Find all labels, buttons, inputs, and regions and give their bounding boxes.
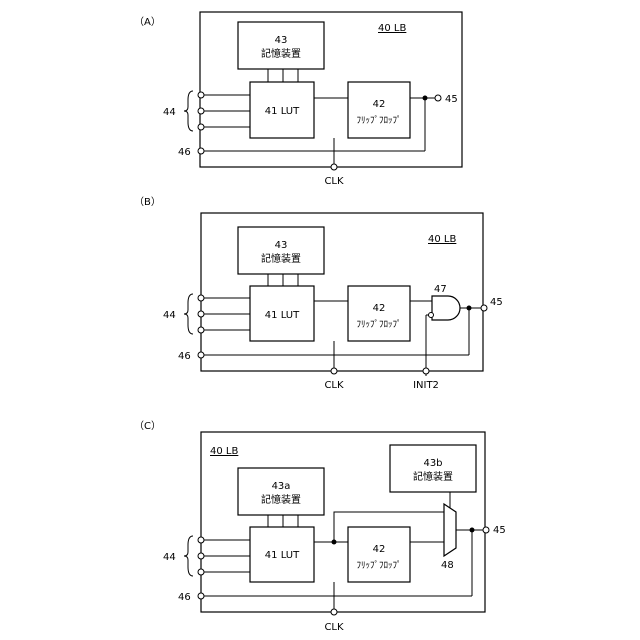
panel-b-block-label: 40 LB — [428, 234, 456, 245]
panel-a-tag: （A） — [134, 16, 161, 28]
panel-c-tag: （C） — [134, 420, 161, 432]
panel-c-input-bus-label: 44 — [163, 552, 176, 563]
panel-b-input-pin-1 — [198, 295, 204, 301]
panel-a-input-pin-2 — [198, 108, 204, 114]
panel-b-input-bus-label: 44 — [163, 310, 176, 321]
panel-b-clk-pin — [331, 368, 337, 374]
panel-c-memory-b-name: 記憶装置 — [413, 470, 453, 483]
panel-a-memory-bus — [268, 69, 298, 82]
panel-a-junction-dot — [423, 96, 428, 101]
panel-b-input-brace — [184, 294, 193, 334]
panel-a-input-wires — [204, 95, 250, 127]
panel-b-memory-name: 記憶装置 — [261, 252, 301, 265]
panel-c-memory-a-name: 記憶装置 — [261, 493, 301, 506]
panel-c-ctrl-pin — [198, 593, 204, 599]
panel-a-lut-label: 41 LUT — [265, 106, 300, 117]
panel-c-output-label: 45 — [493, 525, 506, 536]
panel-a-ff-number: 42 — [373, 99, 386, 110]
panel-b-ctrl-label: 46 — [178, 351, 191, 362]
panel-c-input-brace — [184, 536, 193, 576]
panel-c-output-pin — [483, 527, 489, 533]
panel-c-input-pin-1 — [198, 537, 204, 543]
panel-a-block-label: 40 LB — [378, 23, 406, 34]
panel-c-ff-number: 42 — [373, 544, 386, 555]
panel-c-lut-label: 41 LUT — [265, 550, 300, 561]
panel-c-memory-b-number: 43b — [423, 458, 442, 469]
panel-a-input-brace — [184, 91, 193, 131]
panel-c-memory-a-number: 43a — [272, 481, 291, 492]
panel-c-bypass-junction-dot — [332, 540, 337, 545]
panel-b-input-pin-3 — [198, 327, 204, 333]
panel-c-block-label: 40 LB — [210, 446, 238, 457]
panel-b-init-pin — [423, 368, 429, 374]
panel-a-clk-label: CLK — [324, 176, 344, 187]
panel-b-output-pin — [481, 305, 487, 311]
panel-a-clk-pin — [331, 164, 337, 170]
panel-a-input-pin-3 — [198, 124, 204, 130]
panel-c-ctrl-label: 46 — [178, 592, 191, 603]
panel-b-gate-inverter-bubble — [429, 313, 434, 318]
panel-c-input-wires — [204, 540, 250, 572]
panel-b-output-label: 45 — [490, 297, 503, 308]
panel-b-junction-dot — [467, 306, 472, 311]
panel-a: （A） 40 LB 43 記憶装置 41 LUT 42 ﾌﾘｯﾌﾟﾌﾛｯﾌﾟ 4… — [134, 12, 462, 187]
panel-c-input-pin-3 — [198, 569, 204, 575]
panel-b-memory-number: 43 — [275, 240, 288, 251]
panel-b-input-wires — [204, 298, 250, 330]
panel-b-input-pin-2 — [198, 311, 204, 317]
panel-c: （C） 40 LB 43a 記憶装置 43b 記憶装置 41 LUT 42 ﾌﾘ… — [134, 420, 506, 633]
panel-b-tag: （B） — [134, 196, 161, 208]
panel-b-ff-name: ﾌﾘｯﾌﾟﾌﾛｯﾌﾟ — [356, 319, 401, 330]
panel-a-output-label: 45 — [445, 94, 458, 105]
panel-b-and-gate — [432, 296, 460, 320]
panel-a-input-bus-label: 44 — [163, 107, 176, 118]
panel-b-clk-label: CLK — [324, 380, 344, 391]
panel-a-ff-box — [348, 82, 410, 138]
panel-c-ff-name: ﾌﾘｯﾌﾟﾌﾛｯﾌﾟ — [356, 560, 401, 571]
panel-b-init-label: INIT2 — [413, 380, 439, 391]
panel-c-clk-pin — [331, 609, 337, 615]
panel-b-gate-label: 47 — [434, 284, 447, 295]
panel-c-input-pin-2 — [198, 553, 204, 559]
panel-c-multiplexer — [444, 504, 456, 556]
panel-a-ctrl-pin — [198, 148, 204, 154]
panel-c-clk-label: CLK — [324, 622, 344, 633]
panel-b-memory-bus — [268, 274, 298, 286]
panel-b: （B） 40 LB 43 記憶装置 41 LUT 42 ﾌﾘｯﾌﾟﾌﾛｯﾌﾟ 4… — [134, 196, 503, 391]
panel-b-ctrl-pin — [198, 352, 204, 358]
panel-a-ctrl-label: 46 — [178, 147, 191, 158]
panel-c-output-junction-dot — [470, 528, 475, 533]
panel-a-memory-number: 43 — [275, 35, 288, 46]
panel-a-output-pin — [435, 95, 441, 101]
panel-b-lut-label: 41 LUT — [265, 310, 300, 321]
panel-a-ff-name: ﾌﾘｯﾌﾟﾌﾛｯﾌﾟ — [356, 115, 401, 126]
panel-c-mux-label: 48 — [441, 560, 454, 571]
panel-b-ff-number: 42 — [373, 303, 386, 314]
panel-a-input-pin-1 — [198, 92, 204, 98]
panel-c-memory-a-bus — [268, 515, 298, 527]
panel-a-memory-name: 記憶装置 — [261, 47, 301, 60]
